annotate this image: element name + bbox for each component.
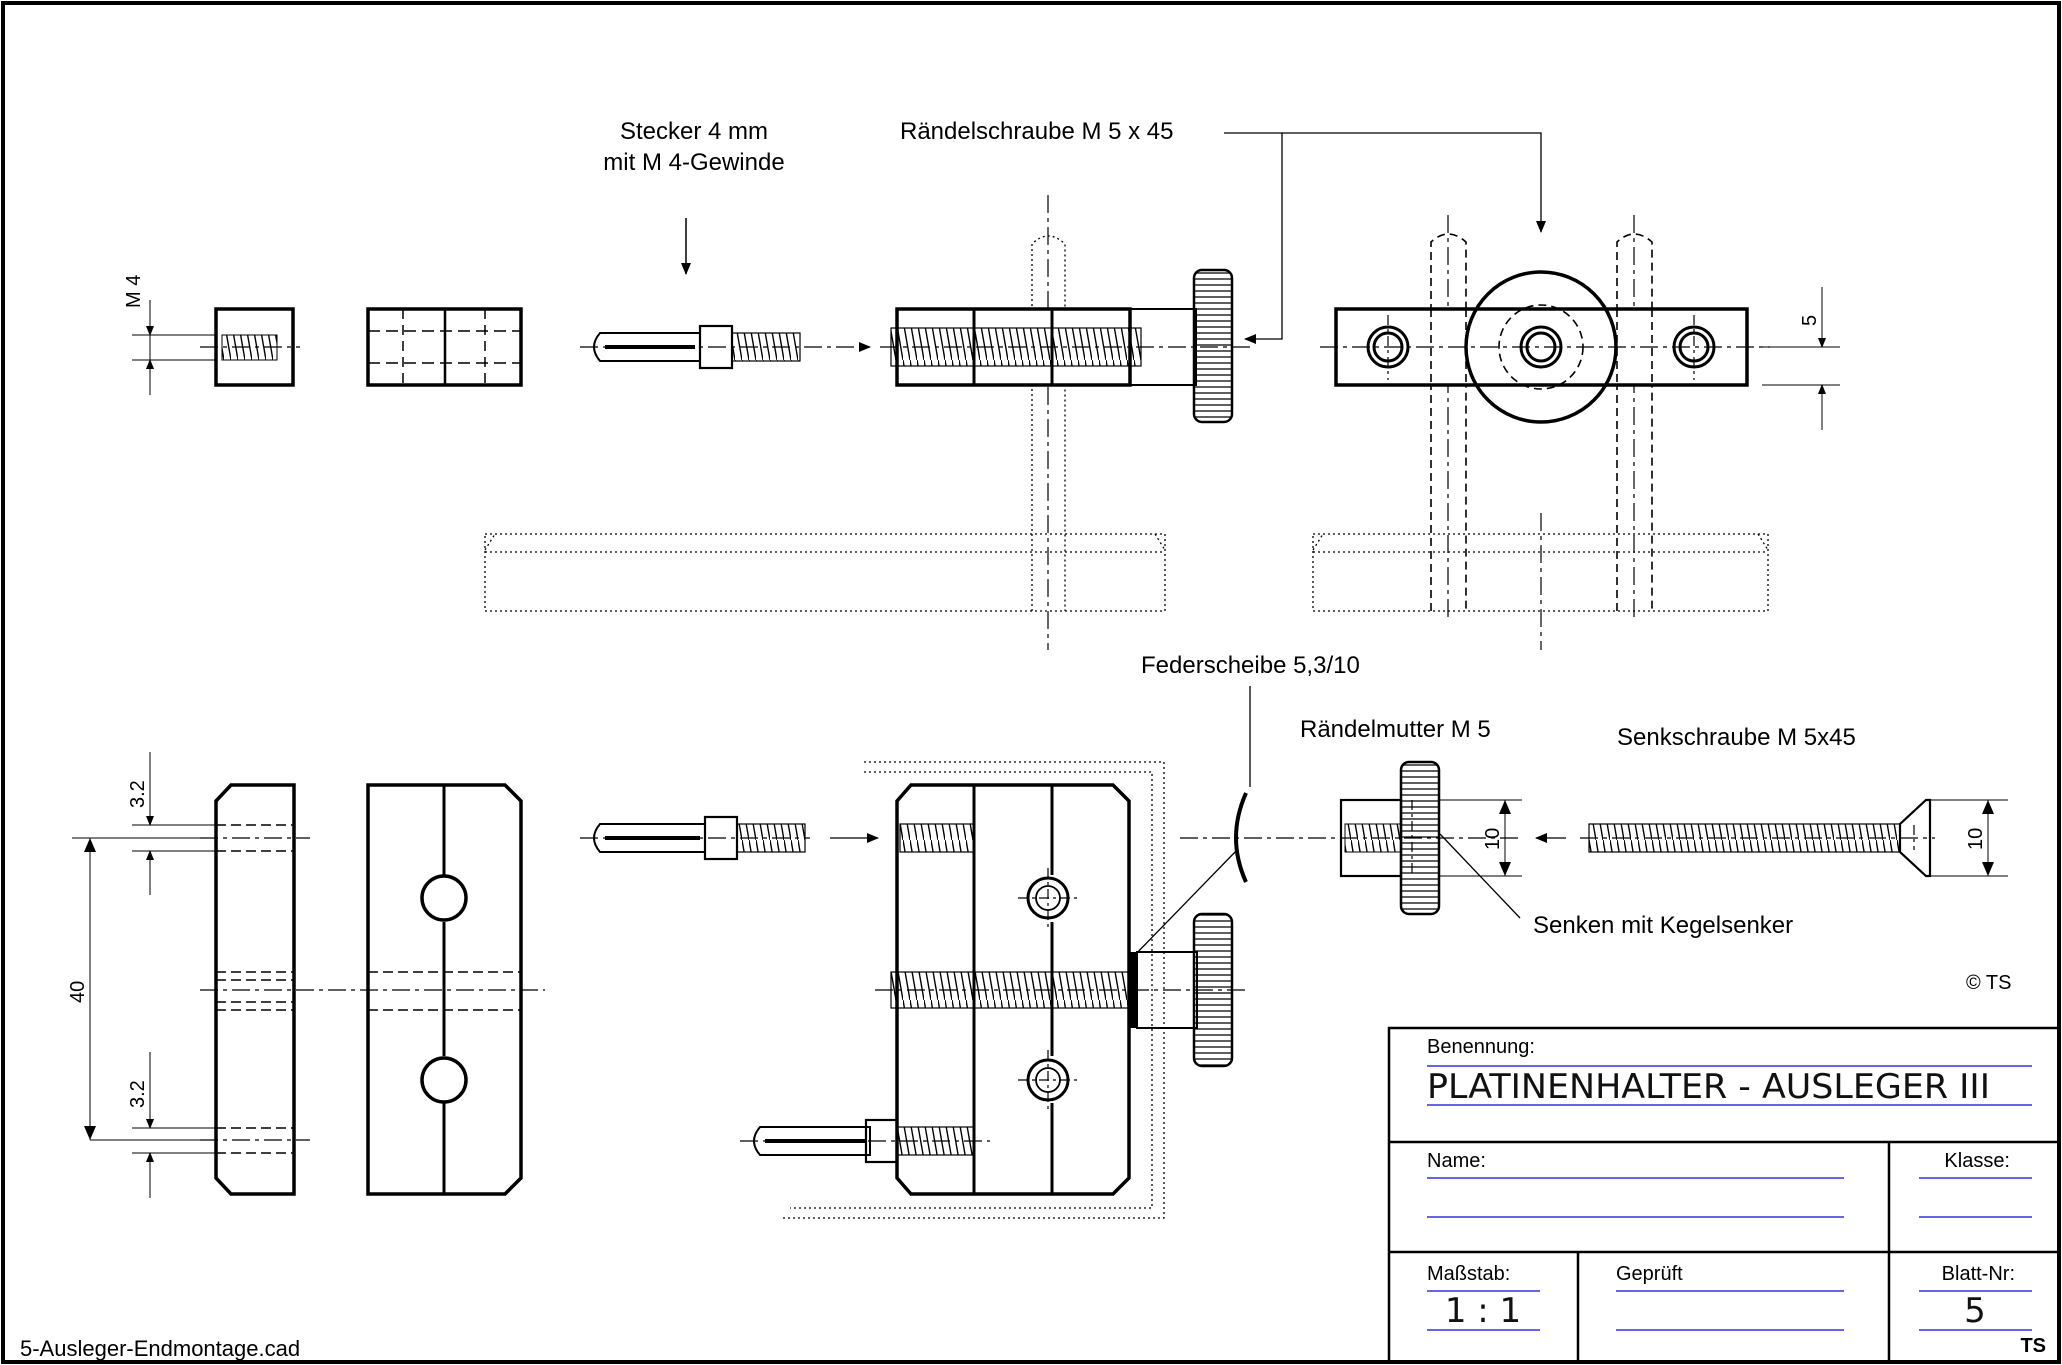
plug-bottom [580,815,879,861]
title-block: Benennung: PLATINENHALTER - AUSLEGER III… [1387,1026,2061,1364]
tb-blatt-value: 5 [1964,1291,1986,1331]
tb-title: PLATINENHALTER - AUSLEGER III [1427,1067,1990,1107]
bar-side-view [200,783,310,1196]
copyright: © TS [1966,972,2012,994]
label-federscheibe: Federscheibe 5,3/10 [1141,652,1360,679]
dim-3-2-bottom: 3.2 [127,1080,149,1108]
senken-leader [1439,833,1521,919]
label-raendelmutter: Rändelmutter M 5 [1300,716,1491,743]
label-raendelschraube: Rändelschraube M 5 x 45 [900,118,1174,145]
knurled-nut [1339,760,1441,916]
dim-3-2-top: 3.2 [127,780,149,808]
label-stecker-1: Stecker 4 mm [620,118,768,145]
small-threaded-block [200,307,300,387]
assembly-bottom-view [740,761,1250,1219]
assembly-side-view [1312,215,1770,650]
dim-10-screw: 10 [1965,828,1987,850]
label-stecker-2: mit M 4-Gewinde [603,149,784,176]
filename: 5-Ausleger-Endmontage.cad [20,1336,300,1361]
tb-name-label: Name: [1427,1150,1486,1172]
clamp-block-side [366,307,523,387]
tb-massstab-value: 1 : 1 [1445,1291,1521,1331]
tb-massstab-label: Maßstab: [1427,1263,1510,1285]
plate-front-view [200,783,545,1196]
tb-klasse-label: Klasse: [1944,1150,2010,1172]
left-dimensions: 3.2 3.2 40 [67,752,216,1198]
raendelschraube-leader-left [1224,132,1283,344]
screw-dimension-10: 10 [1930,799,2008,877]
dim-40: 40 [67,981,89,1003]
dim-m4: M 4 [123,275,145,308]
tb-benennung-label: Benennung: [1427,1036,1535,1058]
dim-5: 5 [1799,315,1821,326]
plug-top [580,324,871,370]
tb-geprueft-label: Geprüft [1616,1263,1683,1285]
raendelschraube-leader-right [1282,132,1546,233]
label-senkschraube: Senkschraube M 5x45 [1617,724,1856,751]
label-senken: Senken mit Kegelsenker [1533,912,1793,939]
assembly-front-view [484,195,1250,650]
tb-ts-mark: TS [2020,1335,2046,1357]
nut-dimension-10: 10 [1439,799,1522,877]
dim-10-nut: 10 [1482,828,1504,850]
countersunk-screw [1580,798,1935,878]
tb-blatt-label: Blatt-Nr: [1942,1263,2015,1285]
dimension-5: 5 [1762,287,1840,430]
m4-dimension: M 4 [123,275,216,395]
